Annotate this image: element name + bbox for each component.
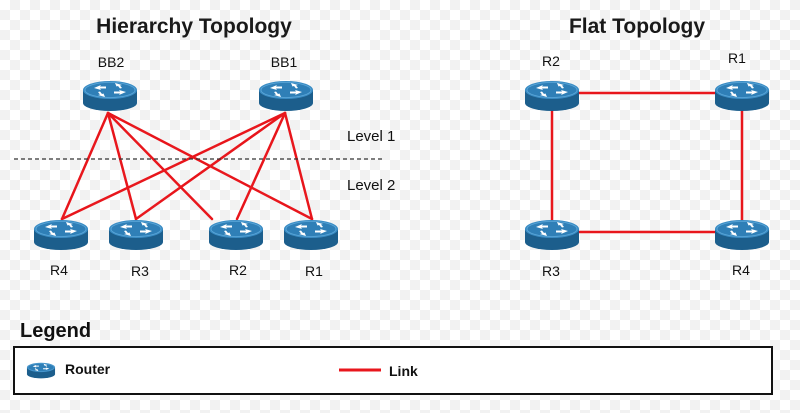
router-r4-label: R4 [732, 262, 750, 278]
legend-box [13, 346, 773, 395]
level-2-label: Level 2 [347, 177, 395, 194]
router-icon [82, 80, 138, 112]
level-1-label: Level 1 [347, 128, 395, 145]
legend-router-label: Router [65, 361, 111, 377]
router-bb1-label: BB1 [271, 54, 298, 70]
router-r4-flat: R4 [714, 219, 770, 278]
link-bb1-r2 [235, 111, 287, 221]
router-icon [283, 219, 339, 251]
router-icon [714, 80, 770, 112]
legend-link-entry: Link [339, 363, 418, 379]
router-bb2: BB2 [82, 54, 138, 112]
router-r2-label: R2 [542, 53, 560, 69]
flat-topology-title: Flat Topology [569, 15, 705, 38]
legend-title: Legend [20, 320, 91, 342]
router-icon [208, 219, 264, 251]
link-bb2-r3 [106, 111, 138, 221]
router-r2-flat: R2 [524, 53, 580, 112]
link-bb1-r1 [283, 111, 314, 221]
flat-links [550, 91, 744, 234]
router-icon [26, 362, 56, 379]
legend-router-entry: Router [26, 361, 111, 379]
link-bb1-r3 [134, 111, 287, 221]
router-r4-label: R4 [50, 262, 68, 278]
link-bb2-r4 [60, 111, 110, 221]
router-r1-label: R1 [305, 263, 323, 279]
router-r2-label: R2 [229, 262, 247, 278]
router-icon [524, 80, 580, 112]
router-r4-hier: R4 [33, 219, 89, 278]
hierarchy-links [60, 111, 314, 221]
hierarchy-topology-title: Hierarchy Topology [96, 15, 292, 38]
router-r3-label: R3 [131, 263, 149, 279]
router-icon [714, 219, 770, 251]
router-r2-hier: R2 [208, 219, 264, 278]
router-icon [108, 219, 164, 251]
router-r3-hier: R3 [108, 219, 164, 279]
router-icon [33, 219, 89, 251]
router-r3-flat: R3 [524, 219, 580, 279]
router-r1-hier: R1 [283, 219, 339, 279]
link-bb2-r2 [106, 111, 214, 221]
router-bb1: BB1 [258, 54, 314, 112]
router-r3-label: R3 [542, 263, 560, 279]
legend-link-label: Link [389, 363, 418, 379]
router-r1-label: R1 [728, 50, 746, 66]
link-bb1-r4 [60, 111, 287, 221]
router-icon [258, 80, 314, 112]
router-r1-flat: R1 [714, 50, 770, 112]
router-bb2-label: BB2 [98, 54, 125, 70]
router-icon [524, 219, 580, 251]
